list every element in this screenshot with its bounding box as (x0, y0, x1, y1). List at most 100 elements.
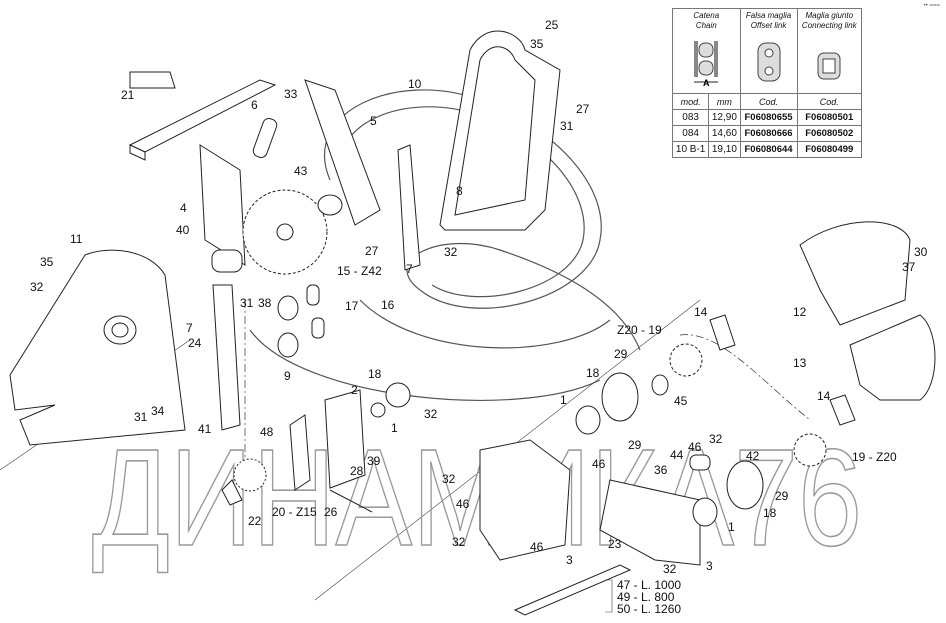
table-row: 084 14,60 F06080666 F06080502 (671, 125, 863, 142)
connecting-link-icon (817, 52, 841, 80)
tensioner-arm-7 (397, 144, 421, 271)
callout: 18 (763, 506, 777, 520)
bearing-1b (575, 405, 601, 435)
washer-45 (651, 374, 669, 396)
callout: 7 (406, 262, 413, 276)
callout: 32 (663, 562, 677, 576)
callout: 15 - Z42 (337, 264, 382, 278)
header-en: Connecting link (801, 21, 857, 30)
callout: 40 (176, 223, 190, 237)
bushing-40 (211, 249, 243, 273)
guard-12 (799, 221, 911, 326)
callout: 2 (351, 383, 358, 397)
callout: 29 (775, 489, 789, 503)
plate-6 (252, 118, 278, 158)
callout: 21 (121, 88, 135, 102)
spacer-17b (311, 317, 325, 339)
sprocket-z15 (233, 458, 267, 492)
callout: 24 (188, 336, 202, 350)
bearing-1c (692, 497, 718, 527)
chain-header: Catena Chain A (672, 8, 741, 94)
plate-4 (199, 144, 246, 266)
callout: 28 (350, 464, 364, 478)
callout: 34 (151, 404, 165, 418)
header-it: Catena (693, 11, 720, 20)
callout: 33 (284, 87, 298, 101)
header-en: Offset link (750, 21, 787, 30)
callout: 37 (902, 260, 916, 274)
callout: 18 (586, 366, 600, 380)
callout: 22 (248, 514, 262, 528)
chain-code-table: Catena Chain A Falsa maglia Offset link … (671, 8, 863, 158)
callout: 11 (70, 232, 83, 246)
callout: 3 (706, 559, 713, 573)
callout: 25 (545, 18, 559, 32)
chain-guard-cover (9, 249, 186, 446)
callout: 26 (324, 505, 338, 519)
col-mm: mm (708, 93, 741, 110)
sprocket-z20b (793, 433, 827, 467)
callout: 36 (654, 463, 668, 477)
callout: 35 (530, 37, 544, 51)
callout: 32 (30, 280, 44, 294)
callout: 47 - L. 1000 (617, 578, 681, 592)
callout: 31 (134, 410, 148, 424)
callout: 20 - Z15 (272, 505, 317, 519)
callout: 5 (370, 114, 377, 128)
table-row: 10 B-1 19,10 F06080644 F06080499 (671, 141, 863, 158)
header-it: Falsa maglia (745, 11, 792, 20)
tube-21 (128, 79, 277, 161)
u-bolt (129, 71, 176, 89)
callout: 35 (40, 255, 54, 269)
hub-43 (317, 194, 343, 216)
col-code-offset: Cod. (739, 93, 798, 110)
guard-13 (849, 314, 936, 401)
flange-18b (601, 372, 639, 422)
callout: 46 (592, 457, 606, 471)
cell-mm: 19,10 (708, 141, 741, 158)
cell-mm: 14,60 (708, 125, 741, 142)
callout: 43 (294, 164, 308, 178)
callout: 46 (688, 440, 702, 454)
dimension-label: A (703, 78, 710, 87)
offset-link-header: Falsa maglia Offset link (739, 8, 798, 94)
col-code-connecting: Cod. (796, 93, 863, 110)
callout-labels: 25 35 21 6 33 10 5 27 31 43 8 4 40 27 32… (30, 18, 928, 616)
callout: 46 (530, 540, 544, 554)
callout: 14 (817, 389, 831, 403)
callout: 23 (608, 537, 622, 551)
callout: 7 (186, 321, 193, 335)
callout: 45 (674, 394, 688, 408)
callout: 39 (367, 454, 381, 468)
callout: 27 (576, 102, 590, 116)
header-it: Maglia giunto (805, 11, 854, 20)
callout: 38 (258, 296, 272, 310)
callout: 32 (444, 245, 458, 259)
chain-icon: A (694, 41, 719, 87)
sprocket-hub (276, 223, 294, 241)
callout: 32 (424, 407, 438, 421)
spacer-17 (306, 284, 320, 306)
corner-mark: •• === (923, 3, 940, 9)
callout: 1 (728, 520, 735, 534)
callout: 32 (709, 432, 723, 446)
clamp-22 (221, 479, 243, 506)
callout: Z20 - 19 (617, 323, 662, 337)
callout: 50 - L. 1260 (617, 602, 681, 616)
callout: 13 (793, 356, 807, 370)
frame-bracket (439, 30, 561, 231)
roller-9 (277, 332, 299, 358)
callout: 31 (560, 119, 574, 133)
callout: 49 - L. 800 (617, 590, 675, 604)
chain-42 (679, 334, 811, 421)
plate-3 (479, 439, 571, 561)
cell-mod: 083 (671, 109, 710, 126)
sprocket-z20 (669, 343, 703, 377)
callout: 32 (442, 472, 456, 486)
offset-link-icon (757, 42, 781, 82)
callout: 42 (746, 449, 760, 463)
cell-code: F06080655 (739, 109, 798, 126)
callout: 29 (628, 438, 642, 452)
callout: 8 (456, 184, 463, 198)
